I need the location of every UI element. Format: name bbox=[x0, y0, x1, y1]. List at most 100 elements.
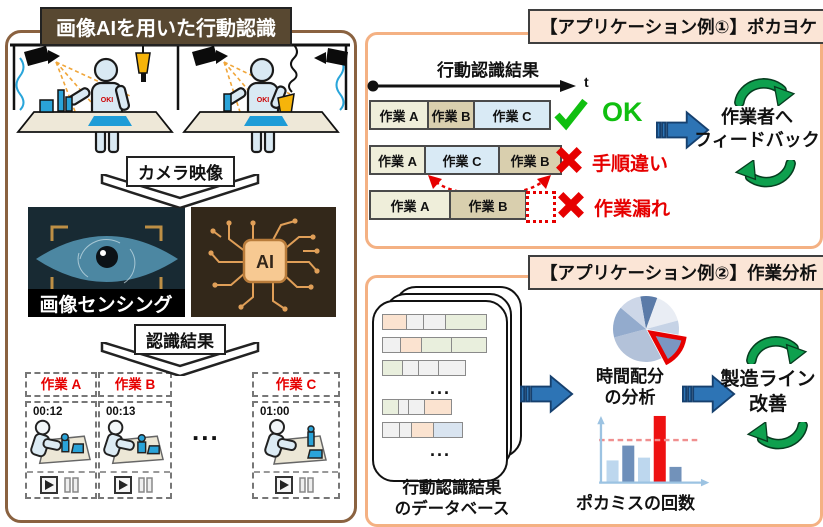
camera-icon bbox=[192, 46, 228, 66]
task-block: 作業 C bbox=[424, 145, 500, 175]
camera-icon bbox=[314, 48, 348, 66]
cycle-arrow-top bbox=[734, 78, 796, 106]
play-button[interactable] bbox=[275, 476, 293, 494]
video-frame: 00:12 bbox=[25, 401, 97, 499]
improvement-text: 製造ライン 改善 bbox=[720, 369, 816, 415]
ai-chip-icon bbox=[242, 238, 288, 284]
worker-thumbnail bbox=[264, 419, 327, 465]
bar-chart-caption: ポカミスの回数 bbox=[576, 494, 695, 513]
video-label: 作業 A bbox=[25, 372, 97, 397]
feedback-text: 作業者へ フィードバック bbox=[694, 107, 820, 151]
worker-thumbnail bbox=[30, 419, 91, 465]
pause-icon bbox=[299, 477, 306, 493]
db-row bbox=[381, 314, 498, 330]
hanging-tool-icon bbox=[135, 45, 151, 82]
video-timestamp: 00:13 bbox=[106, 406, 136, 418]
video-frame: 00:13 bbox=[98, 401, 172, 499]
db-row bbox=[381, 337, 498, 353]
work-table bbox=[16, 89, 174, 133]
pause-icon bbox=[64, 477, 71, 493]
flow-arrow-right bbox=[682, 374, 736, 414]
pause-button[interactable] bbox=[64, 477, 79, 493]
missing-task-box bbox=[526, 191, 556, 223]
app1-title: 【アプリケーション例①】ポカヨケ bbox=[528, 9, 823, 44]
db-row bbox=[381, 422, 498, 438]
worker-thumbnail bbox=[103, 419, 164, 465]
video-label: 作業 C bbox=[252, 372, 340, 397]
ai-brain-graphic: AI bbox=[191, 207, 336, 317]
sequence-row-ok: 作業 A 作業 B 作業 C bbox=[369, 100, 551, 130]
worker-figure bbox=[67, 57, 131, 154]
check-icon bbox=[554, 98, 588, 131]
video-card: 作業 B 00:13 bbox=[98, 372, 172, 499]
task-block: 作業 B bbox=[498, 145, 562, 175]
database-caption: 行動認識結果 のデータベース bbox=[394, 479, 510, 518]
down-chevron-arrow bbox=[100, 342, 260, 376]
db-card-front: ... ... bbox=[372, 300, 508, 482]
swap-arrow bbox=[428, 175, 551, 196]
db-ellipsis: ... bbox=[429, 440, 451, 460]
alert-bar bbox=[653, 415, 666, 483]
video-card: 作業 C 01:00 bbox=[252, 372, 340, 499]
videos-ellipsis: ... bbox=[192, 416, 220, 446]
cycle-arrow-bottom bbox=[734, 160, 796, 188]
time-axis bbox=[367, 80, 576, 92]
task-block: 作業 B bbox=[427, 100, 475, 130]
camera-icon bbox=[24, 46, 60, 66]
cross-icon bbox=[556, 147, 582, 173]
pause-icon bbox=[138, 477, 145, 493]
sensing-caption: 画像センシング bbox=[39, 293, 172, 316]
verdict-missing: 作業漏れ bbox=[594, 199, 671, 220]
worker-logo: OKI bbox=[257, 97, 270, 104]
sequence-row-wrong-order: 作業 A 作業 C 作業 B bbox=[369, 145, 562, 175]
task-block: 作業 A bbox=[369, 190, 451, 220]
down-chevron-arrow bbox=[100, 174, 260, 208]
cycle-arrow-top bbox=[746, 336, 808, 364]
play-icon bbox=[119, 480, 128, 490]
db-row bbox=[381, 399, 498, 415]
task-block: 作業 A bbox=[369, 100, 429, 130]
play-button[interactable] bbox=[40, 476, 58, 494]
db-ellipsis: ... bbox=[429, 378, 451, 398]
pie-chart-icon bbox=[612, 296, 687, 366]
workstation-illustration: OKI OKI bbox=[10, 43, 350, 154]
pause-button[interactable] bbox=[138, 477, 153, 493]
sequence-row-missing: 作業 A 作業 B bbox=[369, 190, 527, 220]
flow-arrow-right bbox=[656, 110, 710, 150]
task-block: 作業 A bbox=[369, 145, 426, 175]
verdict-wrong-order: 手順違い bbox=[592, 154, 669, 175]
app2-title: 【アプリケーション例②】作業分析 bbox=[528, 255, 823, 290]
bar-chart-icon bbox=[597, 415, 710, 487]
video-timestamp: 00:12 bbox=[33, 406, 63, 418]
play-button[interactable] bbox=[114, 476, 132, 494]
pause-button[interactable] bbox=[299, 477, 314, 493]
worker-logo: OKI bbox=[101, 97, 114, 104]
video-label: 作業 B bbox=[98, 372, 172, 397]
video-card: 作業 A 00:12 bbox=[25, 372, 97, 499]
camera-footage-label: カメラ映像 bbox=[126, 156, 235, 187]
image-sensing-graphic: 画像センシング bbox=[28, 207, 185, 317]
flow-arrow-right bbox=[520, 374, 574, 414]
left-panel-title: 画像AIを用いた行動認識 bbox=[40, 7, 292, 46]
db-row bbox=[381, 360, 498, 376]
work-table bbox=[182, 93, 340, 133]
cross-icon bbox=[558, 192, 584, 218]
camera-rays bbox=[55, 61, 131, 115]
timeline-title: 行動認識結果 bbox=[437, 61, 539, 80]
video-frame: 01:00 bbox=[252, 401, 340, 499]
recognition-result-label: 認識結果 bbox=[134, 324, 226, 355]
task-block: 作業 B bbox=[449, 190, 527, 220]
ai-chip-label: AI bbox=[256, 252, 274, 272]
play-icon bbox=[280, 480, 289, 490]
verdict-ok: OK bbox=[602, 97, 643, 127]
play-icon bbox=[45, 480, 54, 490]
cycle-arrow-bottom bbox=[746, 422, 808, 450]
cable bbox=[15, 57, 25, 111]
cable bbox=[335, 57, 345, 111]
time-axis-label: t bbox=[584, 74, 589, 90]
video-timestamp: 01:00 bbox=[260, 406, 290, 418]
pie-caption: 時間配分 の分析 bbox=[596, 367, 664, 408]
task-block: 作業 C bbox=[473, 100, 551, 130]
tool-cord bbox=[288, 44, 298, 93]
